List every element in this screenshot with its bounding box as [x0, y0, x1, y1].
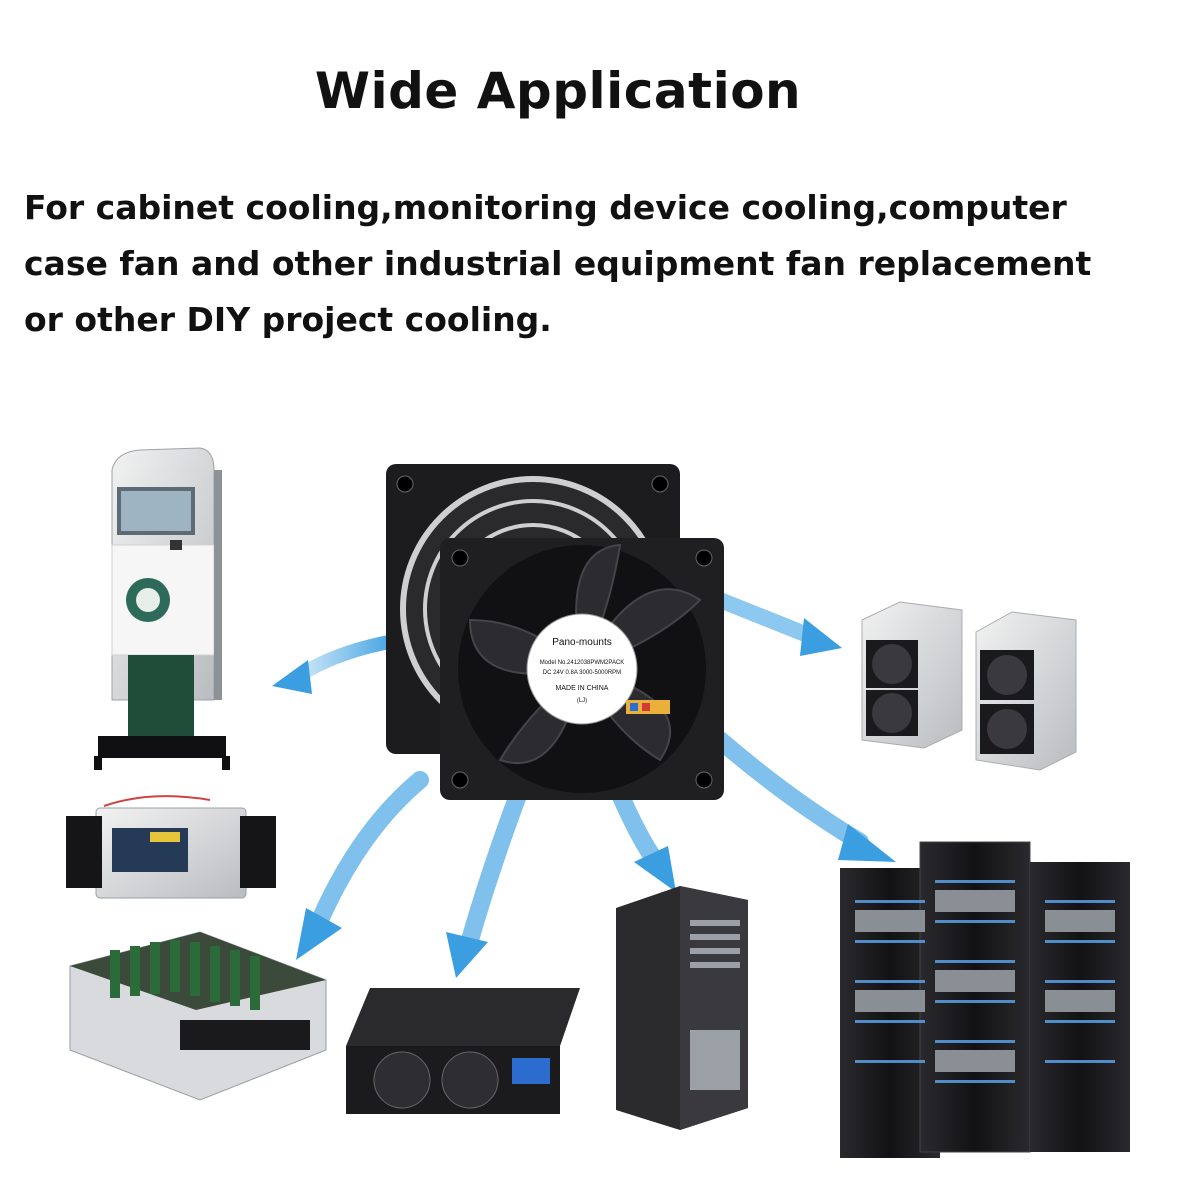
fan-label-spec: DC 24V 0.8A 3000-5000RPM [543, 670, 621, 676]
server-racks-image [840, 841, 1130, 1158]
arrow-to-miners [712, 592, 842, 656]
description-line-2: case fan and other industrial equipment … [24, 244, 1092, 283]
power-supply-image [346, 988, 580, 1114]
description: For cabinet cooling,monitoring device co… [24, 180, 1184, 348]
fan-label-brand: Pano-mounts [552, 637, 611, 648]
arrow-to-racks [711, 731, 896, 862]
mining-rig-image [69, 931, 327, 1101]
kiosk-image [94, 447, 230, 770]
description-line-1: For cabinet cooling,monitoring device co… [24, 188, 1067, 227]
asic-miner-image [66, 795, 276, 899]
tower-server-image [616, 886, 748, 1130]
fan-label-model: Model No.2412038PWM2PACK [540, 660, 625, 666]
arrow-to-rig [296, 771, 429, 960]
description-line-3: or other DIY project cooling. [24, 300, 552, 339]
arrow-to-tower [609, 781, 676, 892]
fan-label-origin: MADE IN CHINA [556, 685, 609, 692]
fan-label-code: (LJ) [577, 698, 587, 704]
arrow-to-kiosk [272, 633, 407, 694]
page-title: Wide Application [314, 62, 802, 120]
fan-front-image: Pano-mounts Model No.2412038PWM2PACK DC … [440, 538, 724, 800]
crypto-miners-image [861, 601, 1077, 771]
arrow-to-psu [446, 781, 529, 978]
